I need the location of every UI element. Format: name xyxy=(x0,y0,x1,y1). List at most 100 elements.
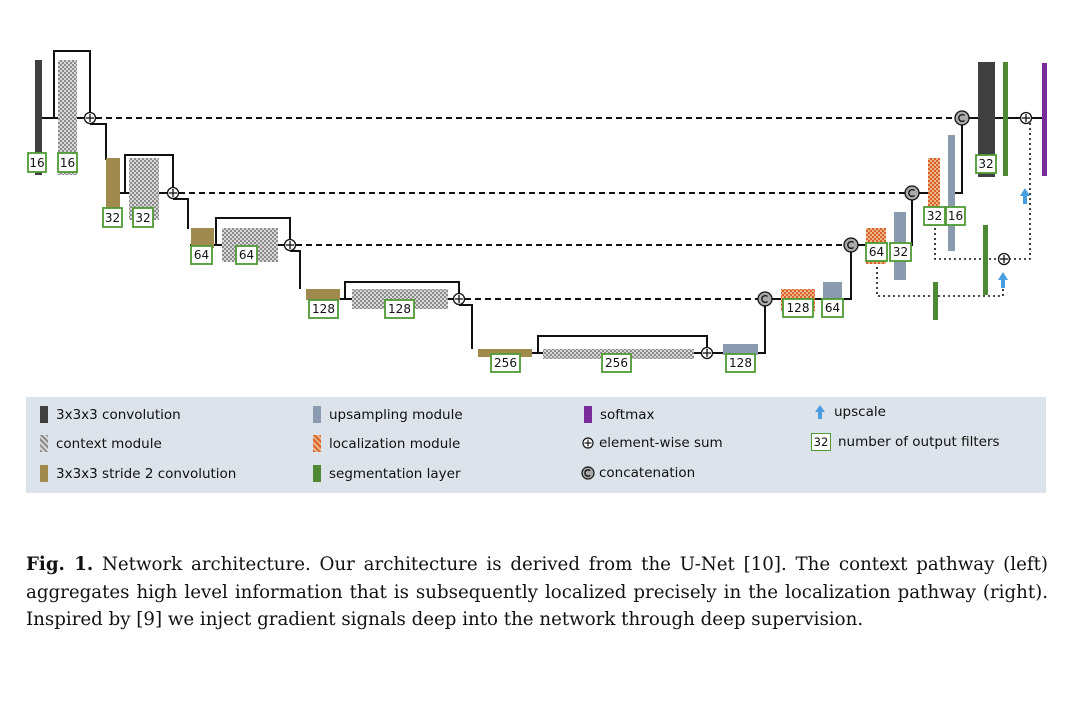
legend-label: 3x3x3 convolution xyxy=(56,406,181,423)
legend-label: localization module xyxy=(329,435,461,452)
concatenation-icon xyxy=(954,110,970,126)
legend-label: context module xyxy=(56,435,162,452)
legend-label: number of output filters xyxy=(838,434,1000,450)
stride-conv-block-level-4 xyxy=(306,289,340,300)
filter-label-box: 256 xyxy=(601,353,632,373)
filter-count: 256 xyxy=(605,356,628,370)
deep-supervision-paths xyxy=(876,123,1031,297)
filter-label-box: 16 xyxy=(57,152,78,173)
stride-conv-block-level-2 xyxy=(106,158,120,208)
deep-supervision-path-low xyxy=(876,262,1004,297)
element-wise-sum-icon xyxy=(452,292,466,306)
filter-label-box: 32 xyxy=(975,154,997,174)
upsampling-module-level-5 xyxy=(723,344,758,355)
legend-item-localization: localization module xyxy=(313,435,460,452)
concatenation-icon xyxy=(757,291,773,307)
legend-item-stride: 3x3x3 stride 2 convolution xyxy=(40,465,236,482)
stride-conv-block-level-3 xyxy=(191,228,214,248)
upsampling-module-level-4 xyxy=(823,282,842,302)
filter-count-box-icon: 32 xyxy=(811,433,831,451)
element-wise-sum-icon xyxy=(700,346,714,360)
softmax-swatch-icon xyxy=(584,406,592,423)
segmentation-layer-mid xyxy=(983,225,988,295)
filter-label-box: 128 xyxy=(782,298,814,318)
filter-labels: 16 16 32 32 64 64 128 128 256 256 128 12… xyxy=(27,152,997,373)
filter-count: 64 xyxy=(194,248,209,262)
upscale-arrow-low xyxy=(998,272,1008,288)
filter-count: 128 xyxy=(787,301,810,315)
legend-item-sum: element-wise sum xyxy=(582,435,723,451)
filter-count: 16 xyxy=(60,156,75,170)
legend-label: concatenation xyxy=(599,465,696,481)
filter-label-box: 64 xyxy=(190,245,213,265)
filter-label-box: 16 xyxy=(27,152,47,173)
filter-label-box: 64 xyxy=(235,245,258,265)
localization-swatch-icon xyxy=(313,435,321,452)
concat-nodes xyxy=(757,110,970,307)
filter-count: 256 xyxy=(494,356,517,370)
filter-count: 32 xyxy=(893,245,908,259)
legend-item-context: context module xyxy=(40,435,162,452)
legend-label: upsampling module xyxy=(329,406,463,423)
filter-label-box: 256 xyxy=(490,353,521,373)
network-architecture-diagram: 16 16 32 32 64 64 128 128 256 256 128 12… xyxy=(27,50,1047,373)
context-module-level-4 xyxy=(352,289,448,309)
segmentation-swatch-icon xyxy=(313,465,321,482)
deep-supervision-path-high xyxy=(1010,123,1031,260)
element-wise-sum-icon xyxy=(283,238,297,252)
filter-label-box: 128 xyxy=(308,299,339,319)
context-swatch-icon xyxy=(40,435,48,452)
element-wise-sum-icon xyxy=(83,111,97,125)
filter-count: 16 xyxy=(29,156,44,170)
upsampling-swatch-icon xyxy=(313,406,321,423)
conv-swatch-icon xyxy=(40,406,48,423)
concatenation-icon xyxy=(904,185,920,201)
filter-label-box: 16 xyxy=(945,206,966,226)
filter-count: 64 xyxy=(869,245,884,259)
legend-label: softmax xyxy=(600,406,655,423)
legend-item-segmentation: segmentation layer xyxy=(313,465,461,482)
filter-label-box: 32 xyxy=(102,207,123,228)
filter-count: 64 xyxy=(239,248,254,262)
legend-item-concat: concatenation xyxy=(581,465,695,481)
legend-item-upsampling: upsampling module xyxy=(313,406,463,423)
legend-label: segmentation layer xyxy=(329,465,461,482)
legend-item-conv: 3x3x3 convolution xyxy=(40,406,181,423)
filter-count: 32 xyxy=(135,211,150,225)
concatenation-icon xyxy=(581,466,595,480)
legend-item-filters: 32 number of output filters xyxy=(811,433,1000,451)
element-wise-sum-icon xyxy=(1019,111,1033,125)
legend-label: element-wise sum xyxy=(599,435,723,451)
filter-count: 16 xyxy=(948,209,963,223)
filter-count: 64 xyxy=(825,301,840,315)
filter-label-box: 32 xyxy=(132,207,154,228)
filter-label-box: 64 xyxy=(865,242,888,262)
context-module-level-1 xyxy=(58,60,77,175)
deep-supervision-path-mid xyxy=(934,228,998,260)
filter-label-box: 128 xyxy=(725,353,756,373)
filter-count: 128 xyxy=(388,302,411,316)
legend-label: 3x3x3 stride 2 convolution xyxy=(56,465,237,482)
filter-label-box: 32 xyxy=(889,242,912,262)
legend-item-upscale: upscale xyxy=(814,404,886,420)
filter-count: 128 xyxy=(312,302,335,316)
legend-label: upscale xyxy=(834,404,886,420)
conv-block-output xyxy=(978,62,995,177)
filter-count: 32 xyxy=(105,211,120,225)
conv-block-level-1 xyxy=(35,60,42,175)
filter-count: 128 xyxy=(729,356,752,370)
concatenation-icon xyxy=(843,237,859,253)
sum-nodes xyxy=(83,111,1033,360)
skip-connections xyxy=(96,117,955,300)
upscale-arrow-icon xyxy=(815,405,825,419)
softmax-layer xyxy=(1042,63,1047,176)
filter-count: 32 xyxy=(927,209,942,223)
filter-label-box: 128 xyxy=(384,299,415,319)
filter-count: 32 xyxy=(978,157,993,171)
element-wise-sum-icon xyxy=(997,252,1011,266)
figure-caption: Fig. 1. Network architecture. Our archit… xyxy=(26,551,1048,634)
filter-label-box: 64 xyxy=(821,298,844,318)
stride-conv-swatch-icon xyxy=(40,465,48,482)
caption-label: Fig. 1. xyxy=(26,554,94,575)
caption-text: Network architecture. Our architecture i… xyxy=(26,554,1048,630)
